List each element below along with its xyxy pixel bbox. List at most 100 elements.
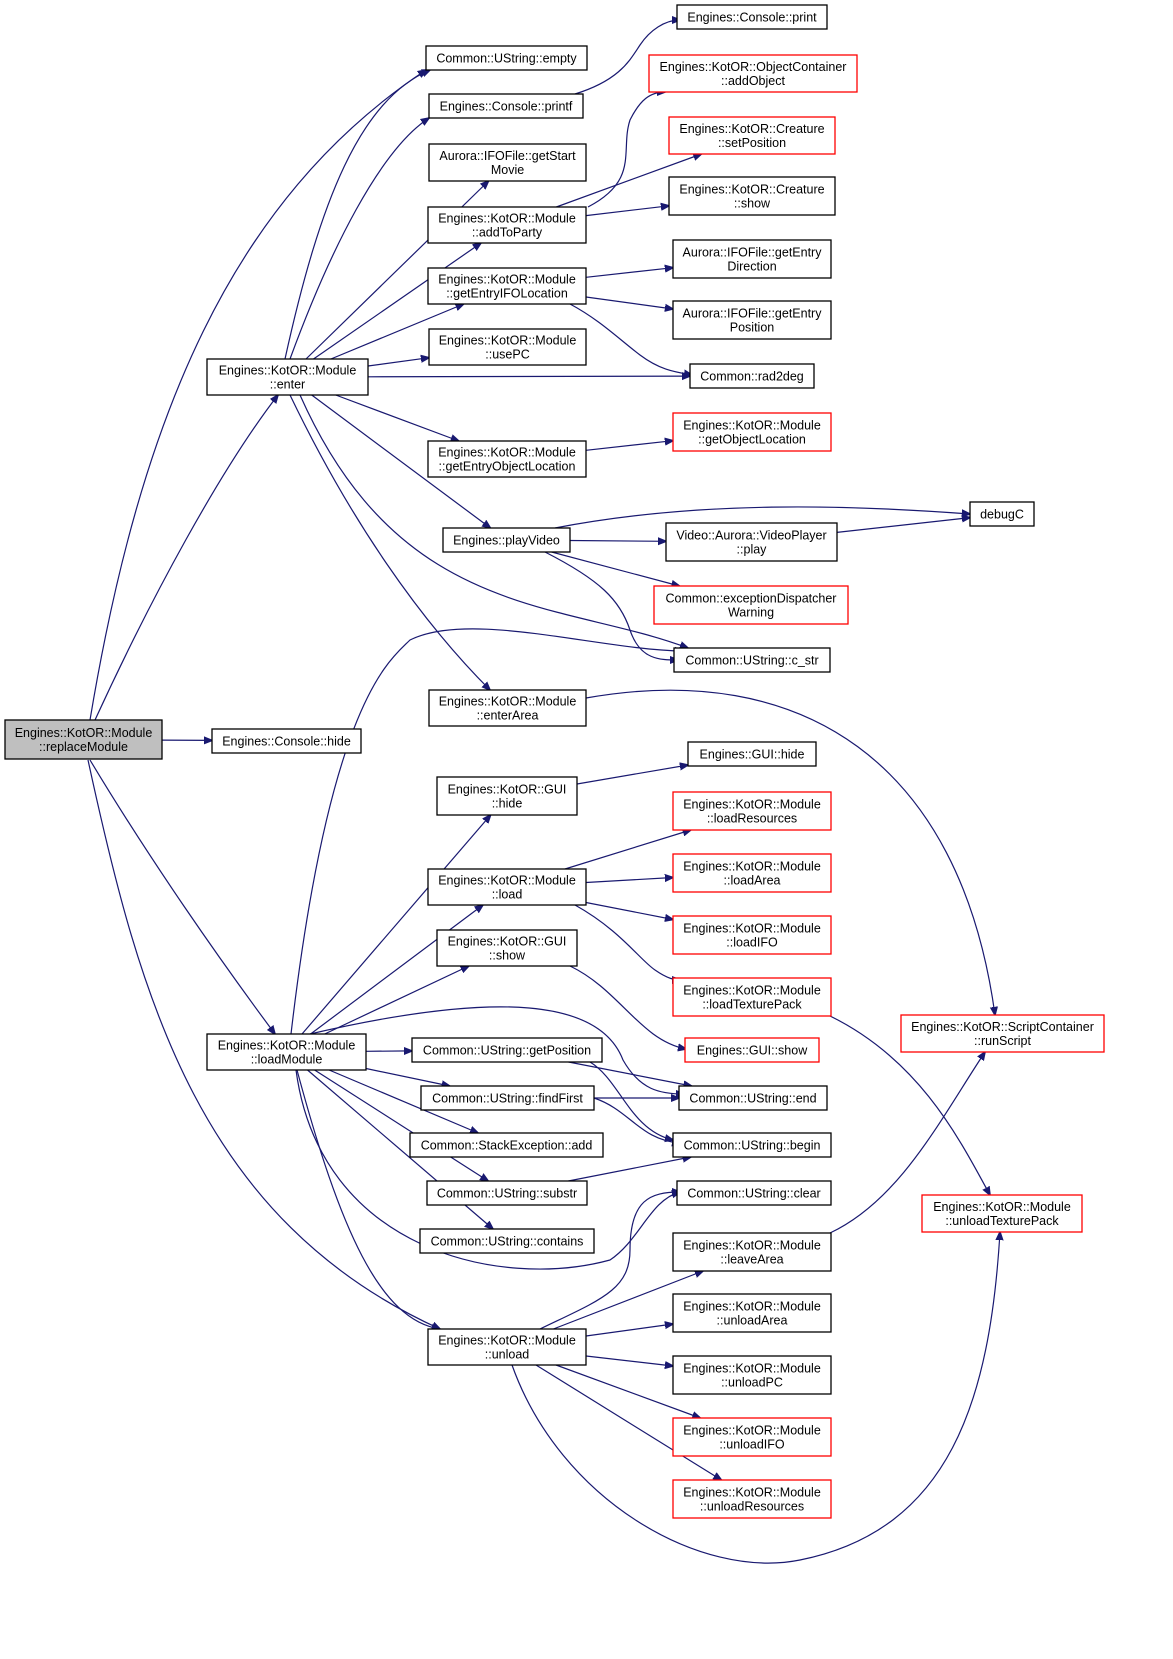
node-ustringBegin[interactable]: Common::UString::begin	[672, 1132, 832, 1158]
node-box	[689, 363, 815, 389]
edge-loadModule-to-load	[310, 905, 483, 1035]
edge-enter-to-ustringEmpty	[284, 70, 430, 360]
edge-loadModule-to-kotorGuiHide	[301, 815, 491, 1035]
edge-getEntryIFOLocation-to-rad2deg	[569, 303, 692, 375]
node-label-line: ::getObjectLocation	[698, 433, 806, 447]
node-loadArea[interactable]: Engines::KotOR::Module::loadArea	[672, 853, 832, 893]
node-box	[425, 45, 588, 71]
node-label-line: Direction	[727, 260, 776, 274]
node-enterArea[interactable]: Engines::KotOR::Module::enterArea	[428, 689, 587, 727]
node-unloadResources[interactable]: Engines::KotOR::Module::unloadResources	[672, 1479, 832, 1519]
node-addToParty[interactable]: Engines::KotOR::Module::addToParty	[427, 206, 587, 244]
node-label-line: Engines::KotOR::ObjectContainer	[660, 60, 847, 74]
node-contains[interactable]: Common::UString::contains	[419, 1228, 595, 1254]
node-kotorGuiHide[interactable]: Engines::KotOR::GUI::hide	[436, 776, 578, 816]
node-box	[211, 728, 362, 754]
node-addObject[interactable]: Engines::KotOR::ObjectContainer::addObje…	[648, 54, 858, 93]
node-getObjectLocation[interactable]: Engines::KotOR::Module::getObjectLocatio…	[672, 412, 832, 452]
node-box	[206, 1033, 367, 1071]
node-ustringClear[interactable]: Common::UString::clear	[676, 1180, 832, 1206]
node-label-line: Engines::KotOR::Module	[438, 273, 576, 287]
node-ustringEnd[interactable]: Common::UString::end	[678, 1085, 828, 1111]
node-label-line: Engines::playVideo	[453, 534, 560, 548]
node-unloadTexturePack[interactable]: Engines::KotOR::Module::unloadTexturePac…	[921, 1194, 1083, 1233]
node-box	[428, 143, 587, 182]
node-consolePrint[interactable]: Engines::Console::print	[676, 4, 828, 30]
node-label-line: ::unloadIFO	[719, 1438, 785, 1452]
node-getPosition[interactable]: Common::UString::getPosition	[411, 1037, 603, 1063]
node-label-line: ::unload	[485, 1348, 530, 1362]
node-kotorGuiShow[interactable]: Engines::KotOR::GUI::show	[436, 929, 578, 967]
node-loadIFO[interactable]: Engines::KotOR::Module::loadIFO	[672, 915, 832, 955]
edge-kotorGuiShow-to-guiShow	[569, 965, 686, 1049]
node-label-line: ::getEntryIFOLocation	[446, 287, 568, 301]
node-box	[427, 440, 587, 478]
node-unloadPC[interactable]: Engines::KotOR::Module::unloadPC	[672, 1355, 832, 1395]
node-leaveArea[interactable]: Engines::KotOR::Module::leaveArea	[672, 1232, 832, 1272]
node-box	[672, 1479, 832, 1519]
node-videoPlay[interactable]: Video::Aurora::VideoPlayer::play	[665, 522, 838, 562]
node-playVideo[interactable]: Engines::playVideo	[442, 527, 571, 553]
node-label-line: Engines::Console::hide	[222, 735, 351, 749]
node-setPosition[interactable]: Engines::KotOR::Creature::setPosition	[668, 116, 836, 155]
node-unload[interactable]: Engines::KotOR::Module::unload	[427, 1328, 587, 1366]
node-consolePrintf[interactable]: Engines::Console::printf	[428, 93, 584, 119]
node-label-line: Engines::KotOR::Module	[683, 860, 821, 874]
node-box	[672, 1293, 832, 1333]
edge-unload-to-unloadPC	[585, 1355, 673, 1366]
node-creatureShow[interactable]: Engines::KotOR::Creature::show	[668, 176, 836, 216]
node-replaceModule[interactable]: Engines::KotOR::Module::replaceModule	[4, 719, 163, 760]
node-runScript[interactable]: Engines::KotOR::ScriptContainer::runScri…	[900, 1014, 1105, 1053]
node-label-line: Warning	[728, 606, 774, 620]
node-guiHide[interactable]: Engines::GUI::hide	[687, 741, 817, 767]
node-unloadArea[interactable]: Engines::KotOR::Module::unloadArea	[672, 1293, 832, 1333]
edge-loadModule-to-substr	[314, 1069, 489, 1181]
node-label-line: Engines::KotOR::Module	[683, 1424, 821, 1438]
node-substr[interactable]: Common::UString::substr	[426, 1180, 588, 1206]
node-ustringEmpty[interactable]: Common::UString::empty	[425, 45, 588, 71]
edge-getPosition-to-ustringBegin	[589, 1061, 673, 1140]
node-box	[684, 1037, 820, 1063]
node-label-line: ::unloadPC	[721, 1376, 783, 1390]
node-label-line: Common::UString::getPosition	[423, 1044, 591, 1058]
node-load[interactable]: Engines::KotOR::Module::load	[427, 868, 587, 906]
node-getEntryIFOLocation[interactable]: Engines::KotOR::Module::getEntryIFOLocat…	[427, 267, 587, 305]
node-loadTexturePack[interactable]: Engines::KotOR::Module::loadTexturePack	[672, 977, 832, 1017]
edge-enter-to-cstr	[299, 394, 688, 648]
node-consoleHide[interactable]: Engines::Console::hide	[211, 728, 362, 754]
edge-load-to-loadResources	[564, 830, 691, 870]
node-label-line: Engines::KotOR::Module	[15, 726, 153, 740]
node-label-line: Engines::KotOR::Module	[683, 1486, 821, 1500]
node-loadModule[interactable]: Engines::KotOR::Module::loadModule	[206, 1033, 367, 1071]
node-label-line: Engines::KotOR::Creature	[679, 122, 824, 136]
node-findFirst[interactable]: Common::UString::findFirst	[420, 1085, 595, 1111]
node-getEntryObjectLocation[interactable]: Engines::KotOR::Module::getEntryObjectLo…	[427, 440, 587, 478]
edge-enter-to-getEntryIFOLocation	[330, 304, 464, 360]
node-loadResources[interactable]: Engines::KotOR::Module::loadResources	[672, 791, 832, 831]
edge-playVideo-to-debugC	[554, 506, 970, 529]
node-label-line: Engines::KotOR::Module	[683, 1300, 821, 1314]
node-guiShow[interactable]: Engines::GUI::show	[684, 1037, 820, 1063]
node-debugC[interactable]: debugC	[969, 501, 1035, 527]
node-label-line: ::usePC	[485, 348, 529, 362]
node-label-line: ::runScript	[974, 1034, 1031, 1048]
node-unloadIFO[interactable]: Engines::KotOR::Module::unloadIFO	[672, 1417, 832, 1457]
node-cstr[interactable]: Common::UString::c_str	[673, 647, 831, 673]
node-box	[428, 328, 587, 366]
node-label-line: Engines::KotOR::Module	[683, 419, 821, 433]
node-usePC[interactable]: Engines::KotOR::Module::usePC	[428, 328, 587, 366]
node-rad2deg[interactable]: Common::rad2deg	[689, 363, 815, 389]
node-label-line: Engines::KotOR::Module	[439, 695, 577, 709]
node-label-line: ::show	[489, 949, 526, 963]
node-label-line: Common::exceptionDispatcher	[666, 592, 837, 606]
node-label-line: Engines::Console::print	[687, 11, 817, 25]
node-enter[interactable]: Engines::KotOR::Module::enter	[206, 358, 369, 396]
node-stackAdd[interactable]: Common::StackException::add	[409, 1132, 604, 1158]
edge-loadModule-to-ustringEnd	[309, 1006, 684, 1094]
node-label-line: Engines::KotOR::Module	[683, 922, 821, 936]
